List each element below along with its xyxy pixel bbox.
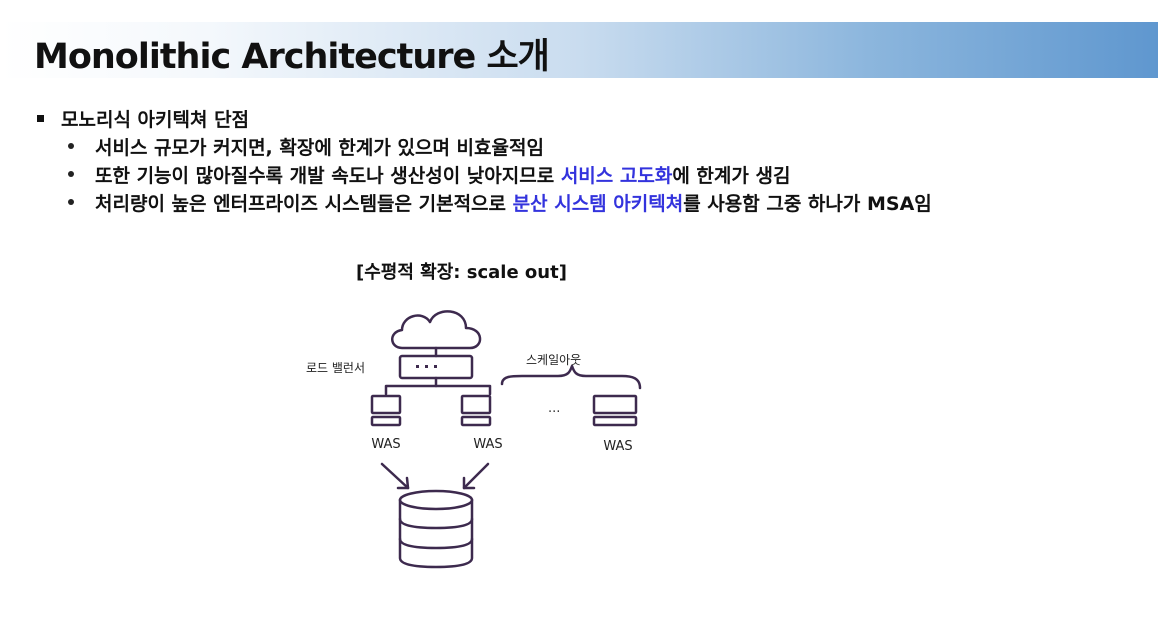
load-balancer-label: 로드 밸런서 bbox=[306, 361, 365, 375]
section-heading: 모노리식 아키텍쳐 단점 bbox=[34, 104, 1144, 132]
title-bar: Monolithic Architecture 소개 bbox=[0, 22, 1158, 78]
bullet-highlight: 분산 시스템 아키텍쳐 bbox=[512, 192, 684, 215]
square-bullet-icon bbox=[37, 114, 44, 122]
server-label: WAS bbox=[603, 439, 632, 454]
bullet-text-pre: 또한 기능이 많아질수록 개발 속도나 생산성이 낮아지므로 bbox=[95, 164, 561, 187]
page-title: Monolithic Architecture 소개 bbox=[34, 37, 550, 77]
bullet-text-post: 에 한계가 생김 bbox=[672, 164, 791, 187]
bullet-highlight: 서비스 고도화 bbox=[560, 164, 673, 187]
ellipsis-label: ... bbox=[548, 401, 560, 416]
bullet-point: 처리량이 높은 엔터프라이즈 시스템들은 기본적으로 분산 시스템 아키텍쳐를 … bbox=[34, 188, 1144, 216]
server-icon bbox=[370, 394, 402, 427]
server-icon bbox=[592, 394, 638, 427]
scale-out-brace bbox=[500, 364, 642, 390]
bullet-point: 서비스 규모가 커지면, 확장에 한계가 있으며 비효율적임 bbox=[34, 132, 1144, 160]
lb-connector bbox=[384, 384, 492, 396]
bullet-text-post: 를 사용함 그중 하나가 MSA임 bbox=[683, 192, 932, 215]
section-heading-text: 모노리식 아키텍쳐 단점 bbox=[61, 108, 250, 131]
arrow-icon bbox=[380, 462, 410, 490]
dot-bullet-icon bbox=[68, 199, 74, 205]
scale-out-label: 스케일아웃 bbox=[526, 353, 581, 367]
dot-bullet-icon bbox=[68, 143, 74, 149]
load-balancer-lights bbox=[416, 365, 437, 368]
bullet-text: 서비스 규모가 커지면, 확장에 한계가 있으며 비효율적임 bbox=[95, 136, 544, 159]
figure-caption: [수평적 확장: scale out] bbox=[356, 262, 567, 283]
bullet-list: 모노리식 아키텍쳐 단점 서비스 규모가 커지면, 확장에 한계가 있으며 비효… bbox=[34, 104, 1144, 216]
bullet-text: 처리량이 높은 엔터프라이즈 시스템들은 기본적으로 분산 시스템 아키텍쳐를 … bbox=[95, 189, 932, 216]
bullet-text: 또한 기능이 많아질수록 개발 속도나 생산성이 낮아지므로 서비스 고도화에 … bbox=[95, 161, 790, 188]
scale-out-diagram: 로드 밸런서 스케일아웃 ... WAS WAS WAS bbox=[290, 300, 670, 584]
arrow-icon bbox=[462, 462, 490, 490]
bullet-point: 또한 기능이 많아질수록 개발 속도나 생산성이 낮아지므로 서비스 고도화에 … bbox=[34, 160, 1144, 188]
server-label: WAS bbox=[473, 437, 502, 452]
cloud-icon bbox=[391, 310, 482, 350]
server-icon bbox=[460, 394, 492, 427]
load-balancer-icon bbox=[398, 346, 474, 388]
bullet-text-pre: 처리량이 높은 엔터프라이즈 시스템들은 기본적으로 bbox=[95, 192, 513, 215]
dot-bullet-icon bbox=[68, 171, 74, 177]
server-label: WAS bbox=[371, 437, 400, 452]
database-icon bbox=[398, 489, 474, 569]
